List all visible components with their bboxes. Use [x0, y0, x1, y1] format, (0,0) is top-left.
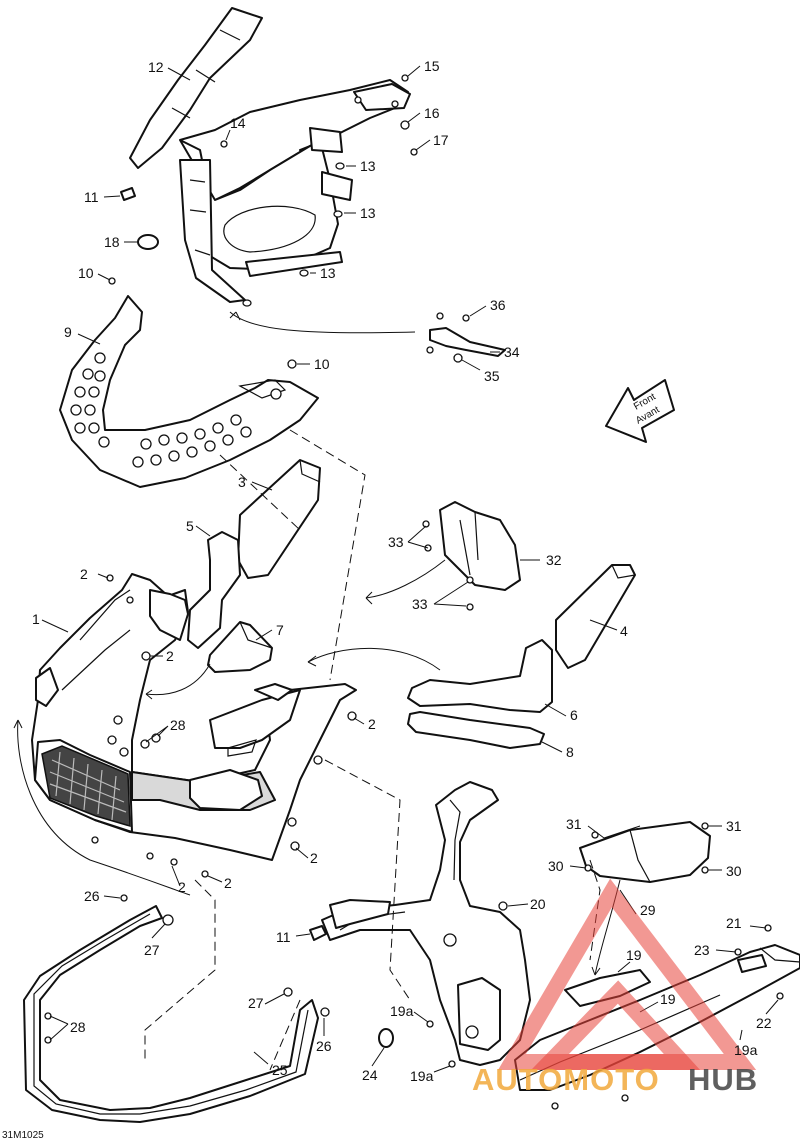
pad-5	[187, 531, 241, 649]
nut-13b	[333, 210, 343, 218]
callout-5: 5	[186, 518, 194, 534]
callout-20a: 19a	[390, 1003, 414, 1019]
nut-13d	[242, 299, 252, 307]
pad-7	[207, 621, 273, 673]
callout-25: 24	[362, 1067, 378, 1083]
callout-2d: 2	[310, 850, 318, 866]
callout-2e: 2	[178, 879, 186, 895]
callout-30: 29	[640, 902, 656, 918]
callout-8: 8	[566, 744, 574, 760]
callout-35: 34	[504, 344, 520, 360]
pad-3	[237, 459, 321, 579]
callout-20c: 19a	[410, 1068, 434, 1084]
callout-13c: 13	[320, 265, 336, 281]
callout-9: 9	[64, 324, 72, 340]
callout-2b: 2	[166, 648, 174, 664]
callout-19a: 19	[626, 947, 642, 963]
pad-4	[555, 564, 636, 669]
callout-1: 1	[32, 611, 40, 627]
callout-12: 12	[148, 59, 164, 75]
grommet-25	[378, 1028, 394, 1048]
callout-33: 32	[546, 552, 562, 568]
callout-2c: 2	[368, 716, 376, 732]
callout-labels: 12 15 16 14 17 13 11 13 18 10 13 36 9 34…	[32, 58, 772, 1084]
leader-lines	[41, 65, 779, 1073]
callout-4: 4	[620, 623, 628, 639]
foam-pads-right	[407, 564, 636, 749]
bracket-33	[422, 501, 521, 611]
callout-19: 19	[660, 991, 676, 1007]
upper-support-assembly	[129, 7, 411, 303]
callout-18: 18	[104, 234, 120, 250]
screw-17	[410, 148, 418, 156]
callout-27a: 26	[84, 888, 100, 904]
callout-31a: 30	[548, 858, 564, 874]
callout-6: 6	[570, 707, 578, 723]
callout-29a: 28	[170, 717, 186, 733]
washer-16	[400, 120, 410, 130]
pad-8	[407, 711, 545, 749]
nut-15	[401, 74, 409, 82]
callout-37: 36	[490, 297, 506, 313]
pad-6	[407, 639, 553, 713]
callout-34b: 33	[412, 596, 428, 612]
screw-10-right	[287, 359, 297, 369]
plug-18	[137, 234, 159, 250]
callout-20b: 19a	[734, 1042, 758, 1058]
bumper-26	[23, 894, 330, 1123]
callout-22: 21	[726, 915, 742, 931]
callout-26: 25	[272, 1062, 288, 1078]
callout-3: 3	[238, 474, 246, 490]
nut-13c	[299, 269, 309, 277]
watermark-text-part1: AUTOMOTO	[472, 1062, 660, 1097]
screw-10-top	[108, 277, 116, 285]
diagram-code: 31M1025	[2, 1130, 44, 1141]
callout-10b: 10	[314, 356, 330, 372]
callout-24: 23	[694, 942, 710, 958]
callout-13a: 13	[360, 158, 376, 174]
front-direction-arrow: Front Avant	[605, 379, 675, 443]
lower-frame	[309, 781, 800, 1110]
bracket-35	[426, 312, 506, 363]
callout-28a: 27	[144, 942, 160, 958]
watermark: AUTOMOTO HUB	[472, 878, 758, 1097]
callout-11b: 11	[276, 929, 291, 945]
callout-10a: 10	[78, 265, 94, 281]
callout-16: 16	[424, 105, 440, 121]
panel-9-holes	[70, 352, 252, 468]
callout-2a: 2	[80, 566, 88, 582]
front-nose-1	[31, 573, 357, 878]
callout-32b: 31	[726, 818, 742, 834]
callout-11a: 11	[84, 189, 99, 205]
callout-17: 17	[433, 132, 449, 148]
callout-15: 15	[424, 58, 440, 74]
callout-34a: 33	[388, 534, 404, 550]
plate-30	[579, 821, 711, 883]
fasteners-top	[108, 74, 418, 369]
foam-pads-left	[187, 459, 321, 673]
callout-23: 22	[756, 1015, 772, 1031]
screw-14	[220, 140, 228, 148]
callout-29b: 28	[70, 1019, 86, 1035]
callout-32a: 31	[566, 816, 582, 832]
nose-grille	[41, 745, 131, 828]
callout-14: 14	[230, 115, 246, 131]
callout-21: 20	[530, 896, 546, 912]
clip-11-top	[120, 187, 136, 201]
callout-13b: 13	[360, 205, 376, 221]
callout-2f: 2	[224, 875, 232, 891]
callout-7: 7	[276, 622, 284, 638]
nut-13a	[335, 162, 345, 170]
clip-11-bottom	[309, 925, 327, 941]
skid-plate-19	[514, 944, 800, 1091]
callout-28b: 27	[248, 995, 264, 1011]
perforated-panel-9	[59, 295, 319, 488]
callout-31b: 30	[726, 863, 742, 879]
callout-27b: 26	[316, 1038, 332, 1054]
watermark-text-part2: HUB	[688, 1062, 758, 1097]
callout-36: 35	[484, 368, 500, 384]
